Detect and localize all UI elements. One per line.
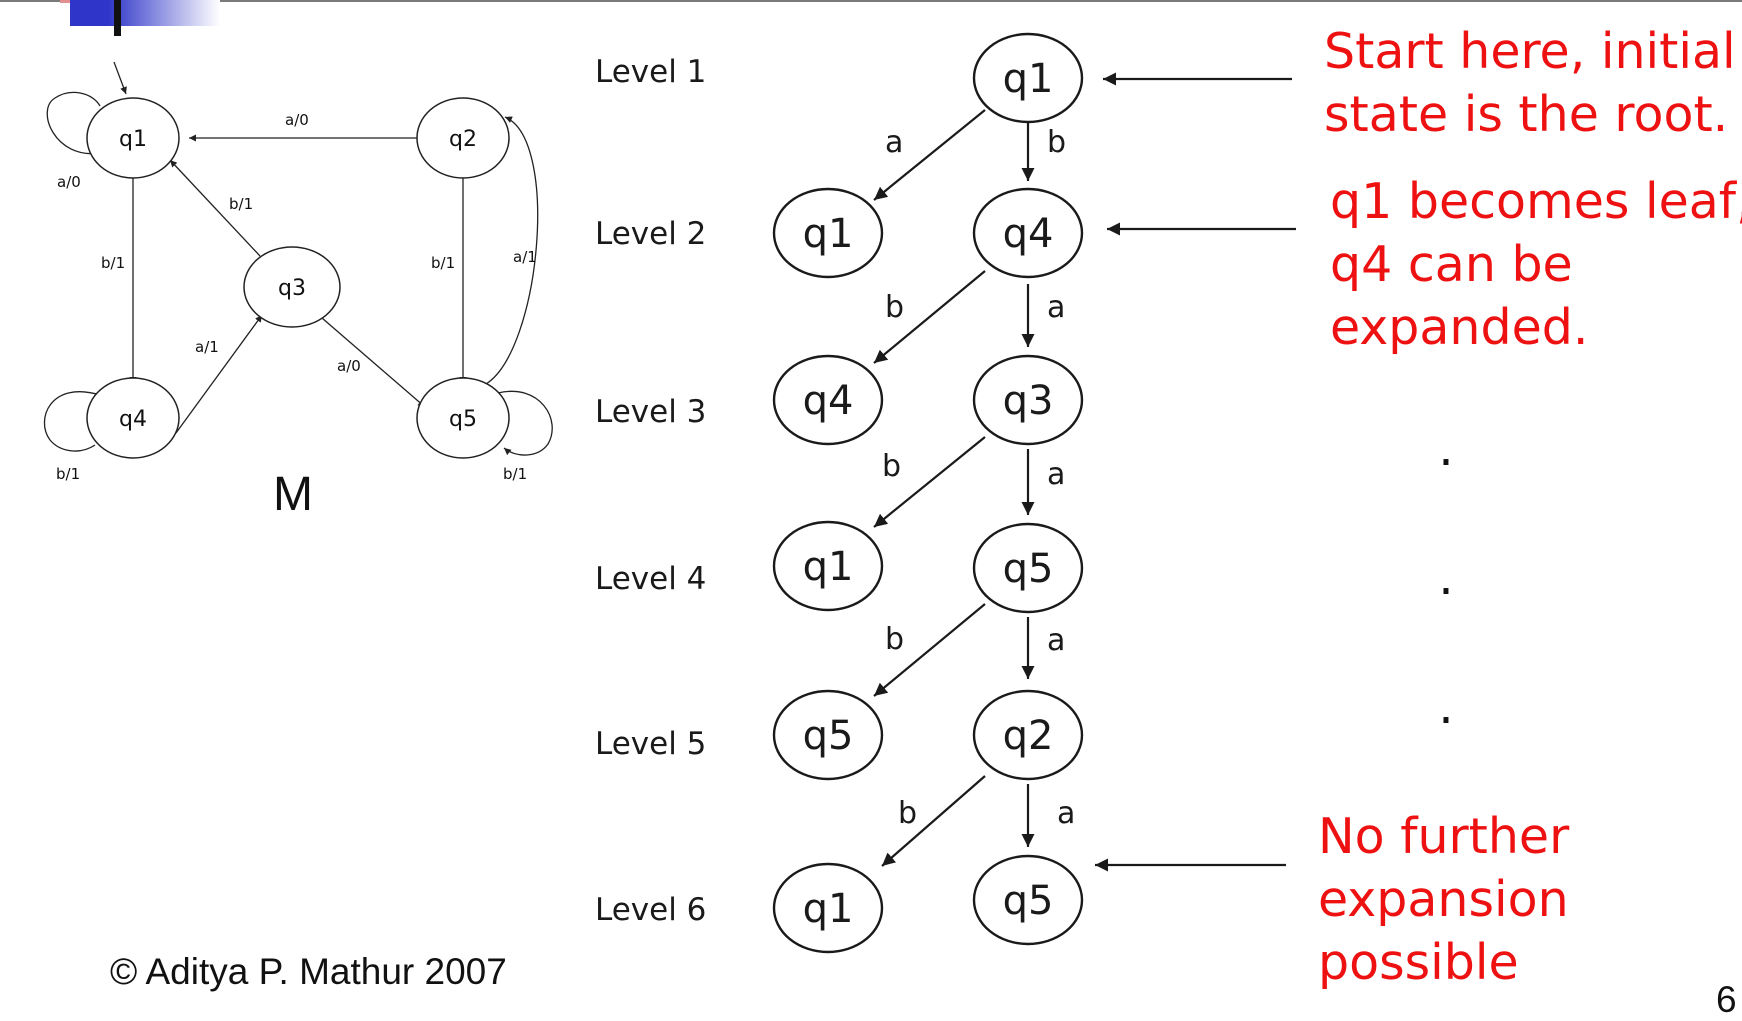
m-node-q5 — [416, 377, 510, 459]
tree-edge-label-l2-right: a — [1047, 290, 1065, 325]
tree-node-l3-right — [972, 354, 1084, 446]
tree-node-l2-right — [972, 187, 1084, 279]
m-edge-label-q2-q1: a/0 — [285, 111, 309, 129]
m-edge-q3-q5 — [321, 317, 426, 408]
level-label-6: Level 6 — [595, 892, 706, 928]
m-node-q1 — [86, 97, 180, 179]
m-edge-q1-self — [46, 91, 101, 155]
tree-node-l6-left — [772, 862, 884, 954]
tree-edge-l3-left — [873, 436, 986, 528]
tree-node-label-l3-left: q4 — [803, 378, 854, 424]
level-label-5: Level 5 — [595, 726, 706, 762]
m-edge-label-q1-q4: b/1 — [101, 254, 125, 272]
tree-node-label-l2-left: q1 — [803, 211, 854, 257]
tree-edge-label-l5-left: b — [898, 796, 917, 831]
m-node-q2 — [416, 97, 510, 179]
ellipsis-dot-3: . — [1438, 679, 1453, 735]
tree-edge-label-l1-right: b — [1047, 125, 1066, 160]
annotation-start-line-2: state is the root. — [1324, 86, 1728, 143]
m-edge-label-q2-q5: b/1 — [431, 254, 455, 272]
m-edge-label-q3-q5: a/0 — [337, 357, 361, 375]
annotation-leaf: q1 becomes leaf, q4 can be expanded. — [1330, 173, 1742, 356]
copyright-text: © Aditya P. Mathur 2007 — [110, 951, 507, 992]
m-node-q3-label: q3 — [278, 276, 306, 301]
tree-node-label-l6-left: q1 — [803, 886, 854, 932]
annotation-end-line-1: No further — [1318, 808, 1570, 865]
annotation-start: Start here, initial state is the root. — [1324, 23, 1736, 143]
tree-node-l5-right — [972, 689, 1084, 781]
m-initial-arrow — [113, 61, 127, 95]
annotation-end: No further expansion possible — [1318, 808, 1570, 991]
page-number: 6 — [1716, 979, 1737, 1020]
m-edge-label-q3-q1: b/1 — [229, 195, 253, 213]
m-node-q2-label: q2 — [449, 127, 477, 152]
m-node-q3 — [243, 246, 341, 328]
tree-node-l1 — [972, 32, 1084, 124]
tree-edge-label-l3-left: b — [882, 449, 901, 484]
tree-edge-label-l3-right: a — [1047, 457, 1065, 492]
tree-node-label-l3-right: q3 — [1003, 378, 1054, 424]
tree-edge-l1-left — [873, 109, 986, 201]
m-edge-label-q4-q3: a/1 — [195, 338, 219, 356]
m-node-q5-label: q5 — [449, 407, 477, 432]
tree-node-l4-right — [972, 522, 1084, 614]
m-edge-label-q1-self: a/0 — [57, 173, 81, 191]
machine-name: M — [273, 468, 313, 521]
m-edge-q5-self — [497, 390, 553, 456]
tree-edge-label-l5-right: a — [1057, 796, 1075, 831]
tree-node-label-l5-right: q2 — [1003, 713, 1054, 759]
header-accent-bar — [114, 0, 121, 36]
ellipsis-dot-2: . — [1438, 550, 1453, 606]
level-label-4: Level 4 — [595, 561, 706, 597]
tree-node-label-l1: q1 — [1003, 56, 1054, 102]
annotation-leaf-line-1: q1 becomes leaf, — [1330, 173, 1742, 230]
m-edge-q4-q3 — [175, 314, 263, 434]
tree-edge-l2-left — [873, 270, 986, 364]
corner-accent-mark — [60, 0, 74, 3]
level-label-3: Level 3 — [595, 394, 706, 430]
annotation-end-line-3: possible — [1318, 934, 1519, 991]
m-edge-label-q5-q2: a/1 — [513, 248, 537, 266]
tree-node-l4-left — [772, 520, 884, 612]
level-label-2: Level 2 — [595, 216, 706, 252]
tree-node-l5-left — [772, 689, 884, 781]
annotation-start-line-1: Start here, initial — [1324, 23, 1736, 80]
tree-node-label-l6-right: q5 — [1003, 878, 1054, 924]
state-machine-m: q1 q2 q3 q4 q5 a/0 a/0 b/1 b/1 b/1 a/1 a… — [43, 61, 553, 521]
m-edge-q5-q2 — [485, 116, 539, 385]
annotation-leaf-line-2: q4 can be — [1330, 236, 1573, 293]
header-accent-block — [70, 0, 220, 26]
level-label-1: Level 1 — [595, 54, 706, 90]
tree-node-l3-left — [772, 354, 884, 446]
tree-edge-label-l4-left: b — [885, 622, 904, 657]
m-node-q4-label: q4 — [119, 407, 147, 432]
tree-node-label-l2-right: q4 — [1003, 211, 1054, 257]
m-node-q4 — [86, 377, 180, 459]
tree-edge-l4-left — [873, 603, 986, 697]
testing-tree: Level 1 Level 2 Level 3 Level 4 Level 5 … — [595, 32, 1084, 954]
tree-node-l6-right — [972, 854, 1084, 946]
tree-node-label-l4-right: q5 — [1003, 546, 1054, 592]
annotation-end-line-2: expansion — [1318, 871, 1569, 928]
m-edge-label-q4-self: b/1 — [56, 465, 80, 483]
top-rule — [0, 0, 1742, 2]
tree-node-label-l4-left: q1 — [803, 544, 854, 590]
m-edge-label-q5-self: b/1 — [503, 465, 527, 483]
ellipsis-dot-1: . — [1438, 421, 1453, 477]
annotation-leaf-line-3: expanded. — [1330, 299, 1588, 356]
tree-edge-l5-left — [881, 775, 986, 867]
tree-edge-label-l4-right: a — [1047, 623, 1065, 658]
m-node-q1-label: q1 — [119, 127, 147, 152]
tree-node-l2-left — [772, 187, 884, 279]
tree-node-label-l5-left: q5 — [803, 713, 854, 759]
m-edge-q4-self — [43, 391, 101, 452]
tree-edge-label-l2-left: b — [885, 290, 904, 325]
m-edge-q3-q1 — [169, 159, 261, 257]
tree-edge-label-l1-left: a — [885, 125, 903, 160]
